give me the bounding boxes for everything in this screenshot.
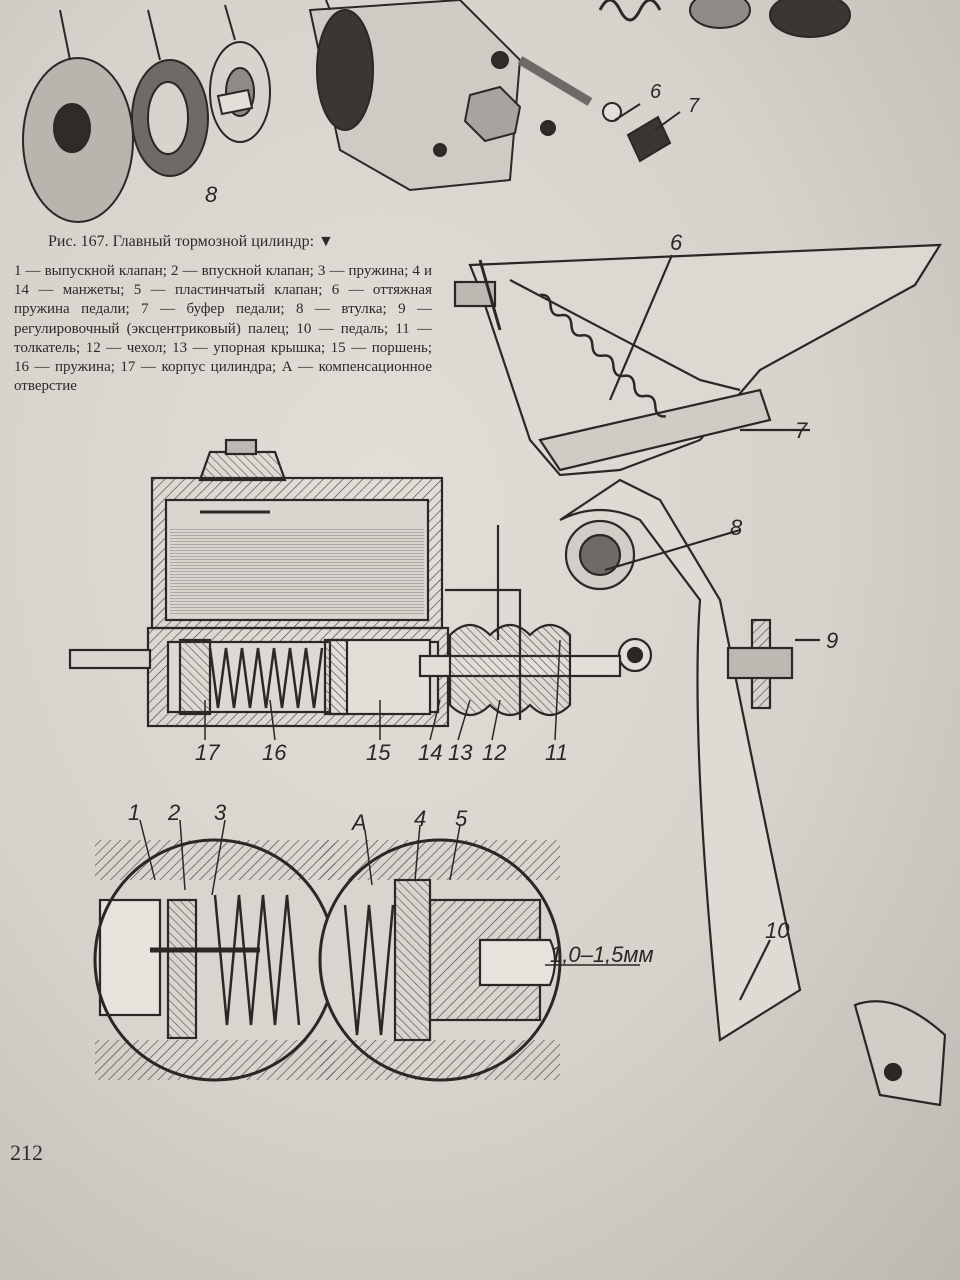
label-detail-4: 4 (414, 806, 426, 831)
page-number: 212 (10, 1140, 43, 1165)
label-detail-1: 1 (128, 800, 140, 825)
label-12: 12 (482, 740, 506, 765)
label-16: 16 (262, 740, 287, 765)
detail-circle-piston (318, 824, 640, 1082)
label-11: 11 (545, 740, 568, 765)
master-cylinder-section (68, 438, 622, 741)
figure-legend: 1 — выпускной клапан; 2 — впускной клапа… (14, 263, 432, 395)
label-detail-2: 2 (167, 800, 180, 825)
pedal-assembly (453, 243, 947, 1107)
label-13: 13 (448, 740, 473, 765)
exploded-view (22, 0, 851, 223)
label-pedal-9: 9 (826, 628, 838, 653)
label-top-7: 7 (688, 95, 700, 117)
label-14: 14 (418, 740, 442, 765)
figure-title: Рис. 167. Главный тормозной цилиндр: ▼ (48, 233, 334, 250)
label-top-6: 6 (650, 81, 662, 103)
label-detail-5: 5 (455, 806, 468, 831)
label-15: 15 (366, 740, 391, 765)
label-17: 17 (195, 740, 220, 765)
label-pedal-10: 10 (765, 918, 790, 943)
label-detail-3: 3 (214, 800, 227, 825)
label-pedal-7: 7 (795, 418, 808, 443)
label-detail-A: А (350, 810, 367, 835)
label-pedal-6: 6 (670, 230, 683, 255)
figure-caption: Рис. 167. Главный тормозной цилиндр: ▼ (48, 232, 438, 257)
label-top-8: 8 (205, 182, 218, 207)
label-gap-dimension: 1,0–1,5мм (550, 942, 654, 967)
detail-circle-valves (93, 819, 337, 1082)
label-pedal-8: 8 (730, 515, 743, 540)
